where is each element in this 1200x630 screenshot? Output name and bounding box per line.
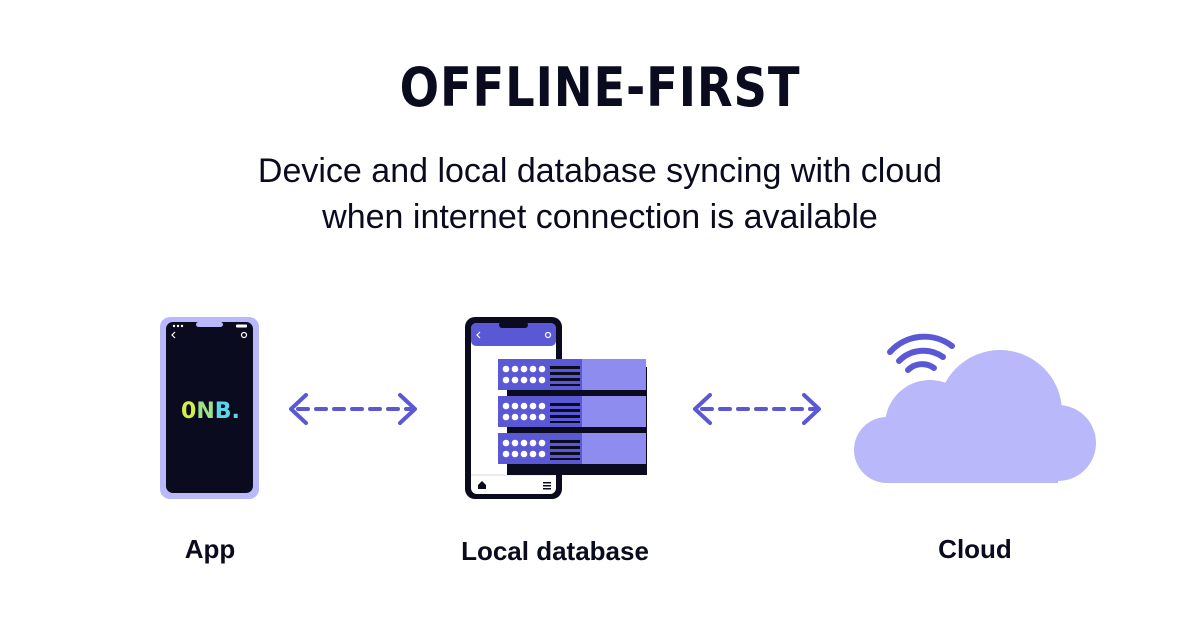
app-label: App [184,534,236,564]
subtitle: Device and local database syncing with c… [0,148,1200,240]
double-arrow-icon [289,393,417,425]
subtitle-line-2: when internet connection is available [322,198,878,236]
page-title: OFFLINE-FIRST [399,56,801,119]
subtitle-line-1: Device and local database syncing with c… [257,152,943,190]
cloud-label: Cloud [938,534,1012,564]
phone-icon: 0NB. [160,317,259,499]
server-rack-icon [498,359,647,475]
double-arrow-icon [693,393,821,425]
app-logo: 0NB. [181,399,240,424]
wifi-icon [887,333,955,373]
local-database-label: Local database [461,536,649,566]
cloud-icon [854,350,1096,483]
